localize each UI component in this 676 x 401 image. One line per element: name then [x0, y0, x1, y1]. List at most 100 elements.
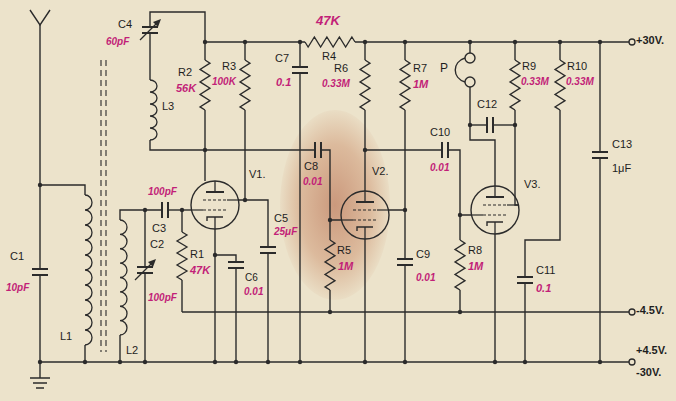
wire — [40, 361, 630, 362]
valve-anode — [356, 201, 374, 203]
junction-dot — [523, 360, 527, 364]
wire — [404, 210, 405, 259]
value-label: 0.01 — [416, 272, 435, 284]
value-label: 1M — [413, 78, 428, 91]
variable-arrow — [148, 259, 156, 267]
capacitor-symbol — [397, 258, 413, 260]
resistor-symbol — [400, 60, 410, 110]
component-label: L2 — [126, 344, 138, 357]
wire — [244, 42, 245, 60]
junction-dot — [83, 360, 87, 364]
value-label: 0.1 — [536, 282, 551, 295]
component-label: V3. — [524, 178, 541, 191]
wire — [181, 280, 182, 312]
valve-screen-grid — [203, 199, 227, 200]
wire — [470, 124, 487, 125]
valve-anode — [494, 186, 495, 197]
valve-screen-grid — [353, 209, 377, 210]
junction-dot — [38, 360, 42, 364]
wire — [149, 33, 150, 80]
component-label: C7 — [275, 52, 289, 65]
component-label: V2. — [372, 165, 389, 178]
capacitor-symbol — [161, 202, 163, 218]
junction-dot — [298, 360, 302, 364]
wire — [120, 210, 162, 220]
junction-dot — [243, 198, 247, 202]
junction-dot — [458, 310, 462, 314]
value-label: 0.01 — [303, 176, 322, 188]
paper-stain — [280, 110, 390, 300]
ferrite-rod — [100, 60, 101, 352]
junction-dot — [213, 253, 217, 257]
value-label: 0.01 — [430, 162, 449, 174]
wire — [389, 110, 405, 210]
wire — [150, 140, 205, 150]
component-label: C11 — [536, 264, 555, 277]
junction-dot — [180, 208, 184, 212]
value-label: 100pF — [148, 186, 177, 198]
resistor-symbol — [240, 60, 250, 110]
component-label: C2 — [150, 238, 164, 251]
value-label: 0.33M — [521, 76, 549, 88]
component-label: R7 — [413, 62, 427, 75]
resistor-symbol — [177, 232, 187, 280]
wire — [84, 345, 85, 362]
wire — [150, 12, 205, 42]
valve-envelope — [191, 181, 239, 229]
capacitor-symbol — [486, 117, 488, 133]
coil-symbol — [150, 80, 157, 140]
wire — [494, 234, 495, 362]
value-label: 60pF — [106, 36, 129, 48]
wire — [182, 311, 630, 312]
resistor-symbol — [510, 60, 520, 110]
wire — [215, 255, 236, 262]
valve-screen-grid — [483, 204, 507, 205]
capacitor-symbol — [137, 266, 153, 268]
supply-label: -4.5V. — [636, 304, 664, 317]
junction-dot — [38, 183, 42, 187]
valve-grid — [203, 209, 227, 210]
junction-dot — [234, 360, 238, 364]
headphone-symbol — [455, 58, 465, 82]
value-label: 0.01 — [244, 286, 263, 298]
valve-grid — [191, 209, 203, 210]
component-label: C13 — [612, 138, 632, 151]
value-label: 47K — [190, 264, 210, 277]
capacitor-symbol — [441, 142, 443, 158]
terminal — [629, 39, 635, 45]
wire — [235, 268, 236, 362]
value-label: 25μF — [274, 226, 297, 238]
wire — [144, 273, 145, 362]
resistor-symbol — [305, 37, 355, 47]
valve-grid — [471, 214, 483, 215]
component-label: R8 — [468, 244, 482, 257]
terminal — [629, 309, 635, 315]
terminal — [629, 359, 635, 365]
junction-dot — [143, 208, 147, 212]
valve-cathode — [494, 222, 495, 234]
wire — [364, 42, 365, 60]
wire — [214, 229, 215, 362]
wire — [404, 265, 405, 362]
wire — [299, 42, 300, 67]
earth-symbol — [33, 382, 47, 384]
wire — [515, 110, 519, 205]
component-label: R1 — [190, 248, 204, 261]
supply-label: +4.5V. — [636, 344, 667, 357]
component-label: L1 — [60, 330, 72, 343]
junction-dot — [363, 40, 367, 44]
component-label: C8 — [304, 160, 318, 173]
wire — [329, 290, 330, 312]
wire — [599, 42, 600, 152]
wire — [459, 290, 460, 312]
component-label: C3 — [152, 222, 166, 235]
junction-dot — [213, 360, 217, 364]
junction-dot — [143, 360, 147, 364]
junction-dot — [558, 40, 562, 44]
value-label: 0.33M — [322, 78, 350, 90]
valve-envelope — [471, 186, 519, 234]
component-label: C12 — [477, 98, 497, 111]
value-label: 1M — [338, 260, 353, 273]
earth-symbol — [36, 387, 44, 389]
